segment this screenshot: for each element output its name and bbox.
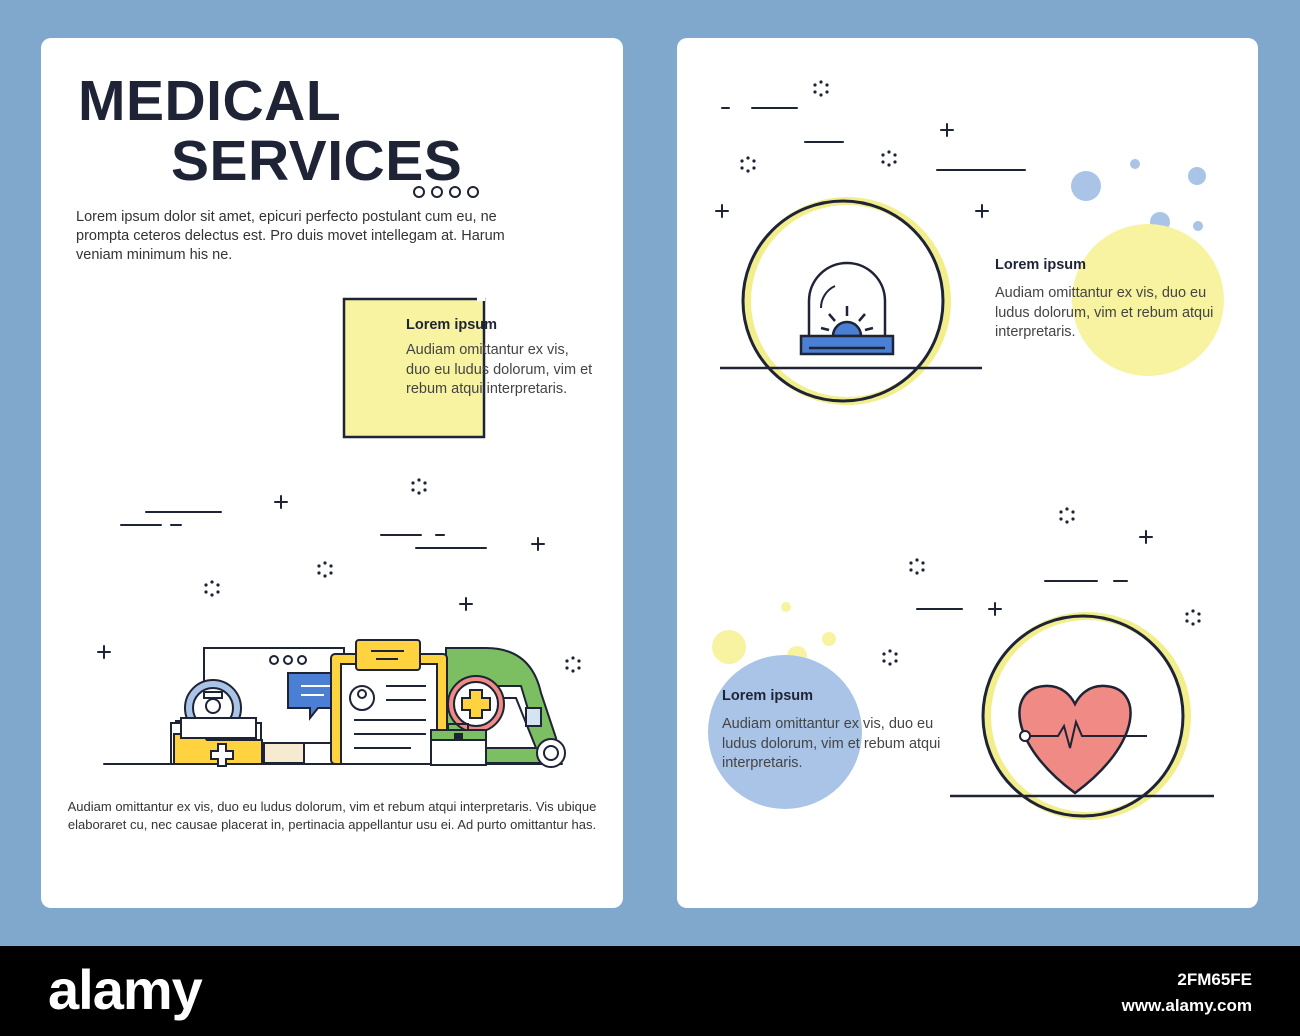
footer-text: Audiam omittantur ex vis, duo eu ludus d… <box>67 799 597 832</box>
watermark-bar <box>0 946 1300 1036</box>
heart-pulse-icon <box>950 612 1214 820</box>
siren-icon <box>720 197 982 405</box>
watermark-url: www.alamy.com <box>1121 996 1252 1015</box>
feature-square-frame <box>342 297 486 439</box>
intro-text: Lorem ipsum dolor sit amet, epicuri perf… <box>76 209 505 263</box>
feature-title: Lorem ipsum <box>406 317 498 333</box>
page-title-line1: MEDICAL <box>78 69 342 133</box>
decorative-background <box>708 80 1224 809</box>
right-page-card: Lorem ipsum Audiam omittantur ex vis, du… <box>677 38 1258 908</box>
alamy-logo: alamy <box>48 958 203 1021</box>
left-page-card: MEDICAL SERVICES Lorem ipsum dolor sit a… <box>41 38 623 908</box>
decorative-dots <box>413 186 479 198</box>
image-id: 2FM65FE <box>1177 970 1252 989</box>
medical-services-illustration <box>97 478 581 768</box>
feature1-title: Lorem ipsum <box>995 257 1087 273</box>
feature1-text: Audiam omittantur ex vis, duo eu ludus d… <box>995 285 1214 340</box>
page-title-line2: SERVICES <box>171 129 463 193</box>
feature2-text: Audiam omittantur ex vis, duo eu ludus d… <box>722 716 941 771</box>
feature-text: Audiam omittantur ex vis, duo eu ludus d… <box>406 342 593 397</box>
feature2-title: Lorem ipsum <box>722 688 814 704</box>
